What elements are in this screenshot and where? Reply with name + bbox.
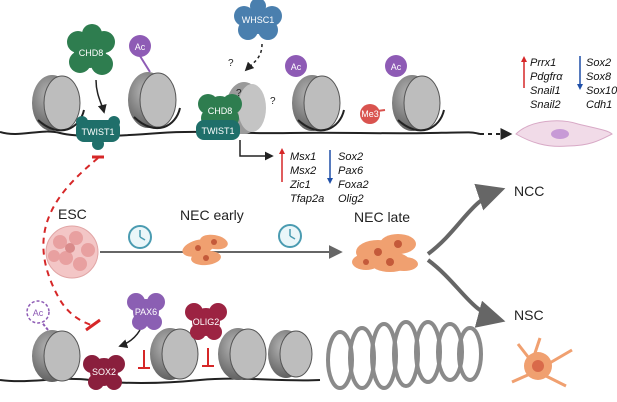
clock-icon xyxy=(128,225,152,249)
right-gene-list: Prrx1 Pdgfrα Snail1 Snail2 Sox2 Sox8 Sox… xyxy=(521,56,617,111)
svg-text:Cdh1: Cdh1 xyxy=(586,99,612,111)
twist1-protein-left: TWIST1 xyxy=(76,116,120,150)
svg-text:PAX6: PAX6 xyxy=(135,307,157,317)
svg-text:Ac: Ac xyxy=(135,42,146,52)
pax6-arrow xyxy=(118,329,141,348)
svg-text:Ac: Ac xyxy=(291,62,302,72)
sox2-protein: SOX2 xyxy=(83,355,125,390)
branch-arrow-nsc xyxy=(426,258,506,328)
nec-early-label: NEC early xyxy=(180,207,244,223)
chd8-recruit-arrow xyxy=(95,79,107,114)
svg-text:TWIST1: TWIST1 xyxy=(82,127,115,137)
esc-cell-cluster xyxy=(45,225,99,279)
svg-text:Prrx1: Prrx1 xyxy=(530,57,556,69)
pax6-protein: PAX6 xyxy=(127,293,165,330)
nucleosome-bottom-3 xyxy=(218,328,267,380)
nec-late-label: NEC late xyxy=(354,209,410,225)
nucleosome-bottom-2 xyxy=(150,328,199,380)
question-mark-3: ? xyxy=(270,96,276,107)
nucleosome-top-4 xyxy=(392,75,445,132)
whsc1-protein: WHSC1 xyxy=(234,0,282,40)
nec-late-cells xyxy=(352,234,418,272)
nucleosome-top-1 xyxy=(32,75,85,132)
nucleosome-bottom-4 xyxy=(268,330,313,378)
svg-text:Pax6: Pax6 xyxy=(338,165,364,177)
me3-mark: Me3 xyxy=(360,104,386,124)
olig2-protein: OLIG2 xyxy=(185,303,227,340)
nsc-label: NSC xyxy=(514,307,544,323)
ac-mark-top-1: Ac xyxy=(129,35,151,73)
ac-mark-top-3: Ac xyxy=(385,55,407,77)
svg-text:Snail2: Snail2 xyxy=(530,99,561,111)
ac-mark-bottom-dashed: Ac xyxy=(26,300,50,331)
activation-arrow xyxy=(239,140,274,161)
condensed-chromatin xyxy=(326,320,483,390)
clock-icon xyxy=(278,224,302,248)
twist1-protein-bound: TWIST1 xyxy=(196,120,240,140)
nucleosome-bottom-1 xyxy=(32,330,81,382)
ncc-label: NCC xyxy=(514,183,544,199)
svg-text:Sox2: Sox2 xyxy=(586,57,611,69)
svg-text:CHD8: CHD8 xyxy=(208,106,233,116)
chd8-protein-bound: CHD8 xyxy=(198,94,242,127)
svg-text:CHD8: CHD8 xyxy=(79,48,104,58)
svg-text:Ac: Ac xyxy=(33,308,44,318)
question-mark-1: ? xyxy=(228,58,234,69)
svg-text:Sox2: Sox2 xyxy=(338,151,363,163)
nucleosome-top-2 xyxy=(128,72,181,129)
svg-text:Ac: Ac xyxy=(391,62,402,72)
svg-text:Olig2: Olig2 xyxy=(338,193,364,205)
svg-text:OLIG2: OLIG2 xyxy=(193,317,220,327)
svg-text:WHSC1: WHSC1 xyxy=(242,15,275,25)
chd8-protein-top: CHD8 xyxy=(67,24,115,75)
branch-arrow-ncc xyxy=(426,183,506,256)
svg-text:Msx1: Msx1 xyxy=(290,151,316,163)
nucleosome-top-3 xyxy=(292,75,345,132)
svg-text:SOX2: SOX2 xyxy=(92,367,116,377)
twist1-inhibition-line xyxy=(42,155,104,332)
svg-text:Pdgfrα: Pdgfrα xyxy=(530,71,563,83)
inhibition-bar-1 xyxy=(138,350,150,369)
inhibition-bar-2 xyxy=(202,348,214,367)
question-mark-2: ? xyxy=(236,88,242,99)
bottom-chromatin xyxy=(0,320,483,390)
svg-text:Me3: Me3 xyxy=(361,109,379,119)
ac-mark-top-2: Ac xyxy=(285,55,307,77)
svg-text:Msx2: Msx2 xyxy=(290,165,316,177)
nsc-cell xyxy=(511,337,573,388)
svg-text:Snail1: Snail1 xyxy=(530,85,561,97)
svg-text:TWIST1: TWIST1 xyxy=(202,126,235,136)
whsc1-dashed-arrow xyxy=(244,43,263,72)
svg-text:Sox8: Sox8 xyxy=(586,71,612,83)
svg-text:Tfap2a: Tfap2a xyxy=(290,193,324,205)
svg-text:Zic1: Zic1 xyxy=(289,179,311,191)
nec-early-cells xyxy=(182,234,228,266)
esc-label: ESC xyxy=(58,206,87,222)
svg-text:Foxa2: Foxa2 xyxy=(338,179,369,191)
center-gene-list: Msx1 Msx2 Zic1 Tfap2a Sox2 Pax6 Foxa2 Ol… xyxy=(279,148,369,205)
mesenchymal-cell xyxy=(515,120,613,147)
svg-text:Sox10: Sox10 xyxy=(586,85,617,97)
